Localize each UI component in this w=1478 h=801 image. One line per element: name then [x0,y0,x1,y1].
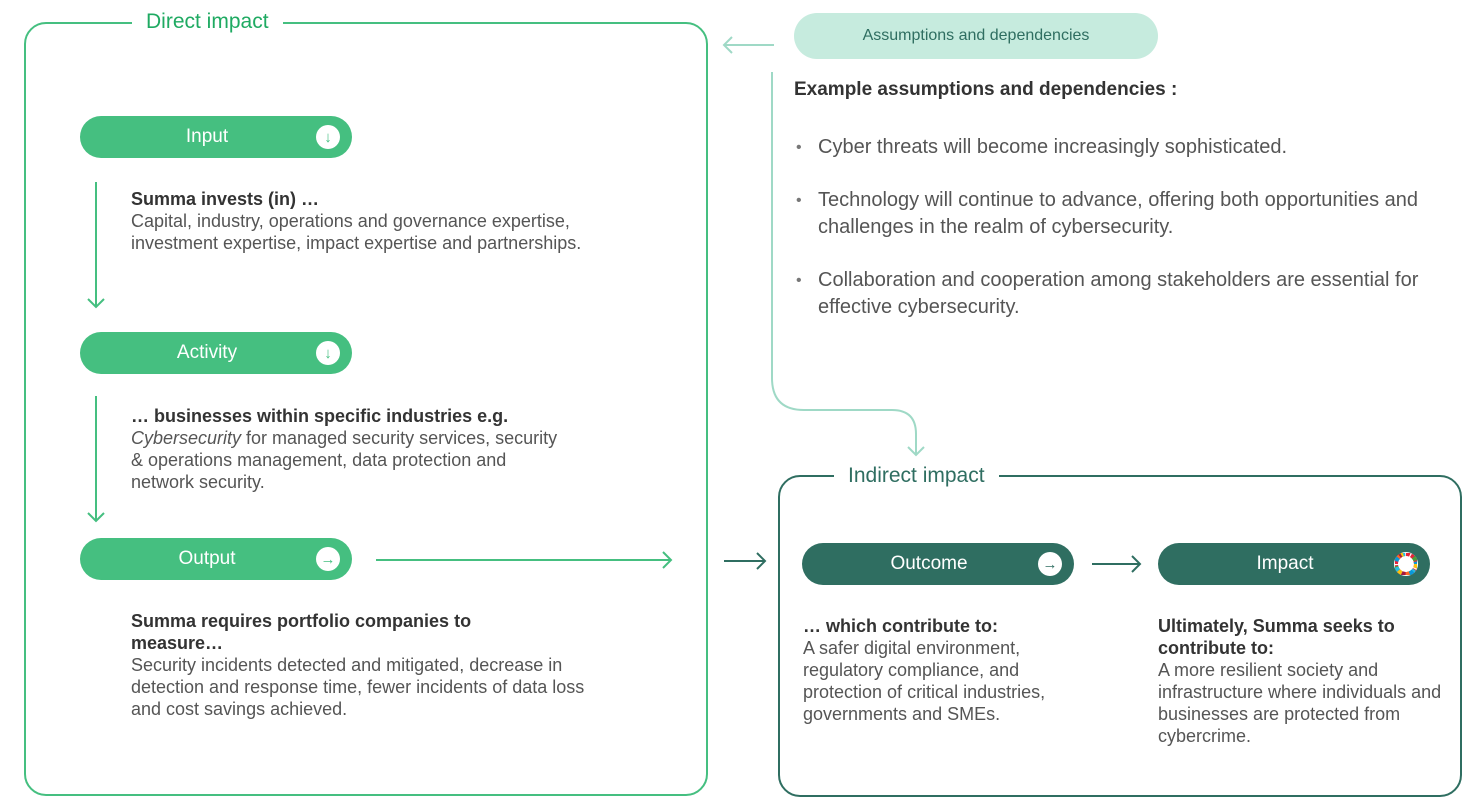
impact-body: A more resilient society and infrastruct… [1158,660,1442,746]
impact-description: Ultimately, Summa seeks to contribute to… [1158,615,1458,747]
input-description: Summa invests (in) … Capital, industry, … [131,188,601,254]
input-heading: Summa invests (in) … [131,189,320,209]
assumptions-to-direct-arrow [722,36,774,54]
output-to-right-arrow [376,551,673,569]
assumption-item: Cyber threats will become increasingly s… [796,134,1466,161]
impact-pill[interactable]: Impact [1158,543,1430,585]
direct-impact-frame [24,22,708,796]
outcome-label: Outcome [890,553,968,574]
indirect-impact-frame [778,475,1462,797]
impact-label: Impact [1256,553,1314,574]
activity-body-em: Cybersecurity [131,428,242,448]
assumptions-list: Cyber threats will become increasingly s… [796,134,1466,347]
outcome-body: A safer digital environment, regulatory … [803,638,1046,724]
input-pill[interactable]: Input ↓ [80,116,352,158]
output-body: Security incidents detected and mitigate… [131,655,585,719]
arrow-right-icon: → [316,547,340,571]
assumptions-heading: Example assumptions and dependencies : [794,79,1178,100]
arrow-down-icon: ↓ [316,125,340,149]
sdg-wheel-icon [1394,552,1418,576]
activity-pill[interactable]: Activity ↓ [80,332,352,374]
impact-heading: Ultimately, Summa seeks to contribute to… [1158,616,1395,658]
assumptions-pill[interactable]: Assumptions and dependencies [794,13,1158,59]
into-indirect-arrow [724,552,767,570]
activity-label: Activity [176,342,238,363]
activity-body: Cybersecurity for managed security servi… [131,427,561,493]
activity-to-output-arrow [87,396,105,523]
arrow-right-icon: → [1038,552,1062,576]
activity-body-rest: for managed security services, security … [131,428,558,492]
input-body: Capital, industry, operations and govern… [131,211,582,253]
outcome-description: … which contribute to: A safer digital e… [803,615,1103,725]
input-to-activity-arrow [87,182,105,309]
activity-heading: … businesses within specific industries … [131,406,509,426]
output-pill[interactable]: Output → [80,538,352,580]
indirect-impact-title: Indirect impact [834,465,999,486]
output-description: Summa requires portfolio companies to me… [131,610,596,720]
output-heading: Summa requires portfolio companies to me… [131,611,472,653]
output-label: Output [178,548,236,569]
direct-impact-title: Direct impact [132,11,283,32]
input-label: Input [185,126,229,147]
outcome-to-impact-arrow [1092,555,1142,573]
outcome-heading: … which contribute to: [803,616,998,636]
activity-description: … businesses within specific industries … [131,405,561,493]
assumption-item: Collaboration and cooperation among stak… [796,267,1466,321]
arrow-down-icon: ↓ [316,341,340,365]
assumptions-to-indirect-arrow [771,72,925,457]
assumption-item: Technology will continue to advance, off… [796,187,1466,241]
outcome-pill[interactable]: Outcome → [802,543,1074,585]
